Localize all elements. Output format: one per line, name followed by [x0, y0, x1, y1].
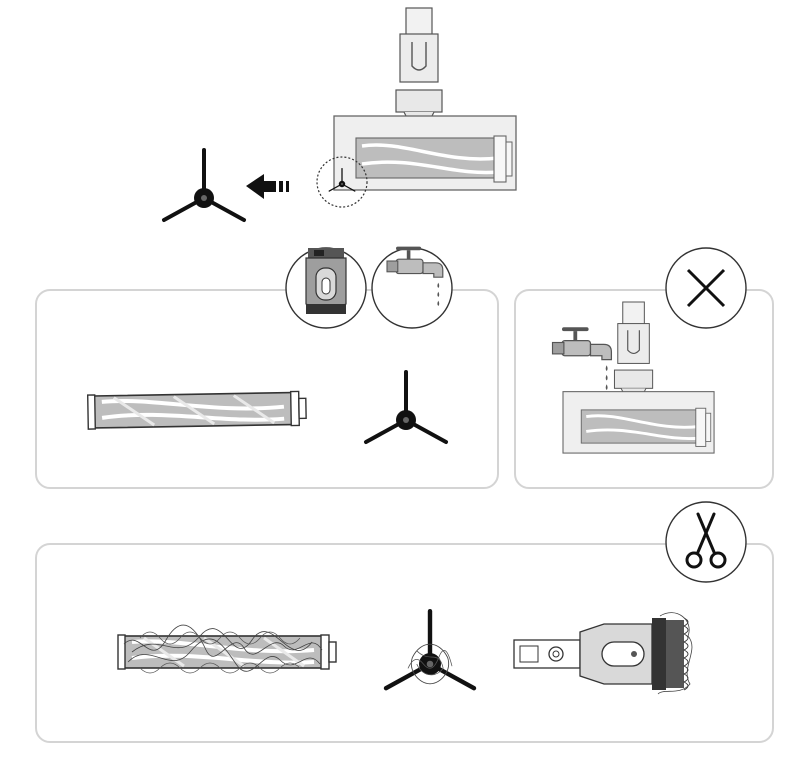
panel-do-not-wash	[514, 247, 774, 489]
highlight-circle	[316, 156, 368, 208]
cross-badge	[665, 247, 747, 329]
panel-frame	[35, 543, 774, 743]
filter-cap-badge	[285, 247, 367, 329]
arrow-left-icon	[246, 174, 289, 199]
tangled-side-brush-icon	[386, 611, 474, 688]
panel-washable-parts	[35, 246, 499, 489]
filter-cap-icon	[305, 248, 347, 314]
roller-brush-icon	[85, 389, 309, 432]
water-tap-icon	[550, 327, 614, 392]
brush-tool-icon	[513, 612, 693, 695]
scissors-icon	[685, 512, 727, 569]
water-tap-badge	[371, 246, 453, 329]
step-remove-side-brush	[162, 6, 518, 222]
side-brush-icon	[162, 148, 246, 222]
cross-icon	[686, 268, 726, 308]
panel-frame	[514, 289, 774, 489]
panel-frame	[35, 289, 499, 489]
floorhead-icon	[332, 6, 518, 192]
side-brush-icon	[364, 370, 448, 444]
scissors-badge	[665, 501, 747, 583]
tangled-roller-brush-icon	[116, 624, 338, 674]
panel-cut-hair	[35, 501, 774, 743]
